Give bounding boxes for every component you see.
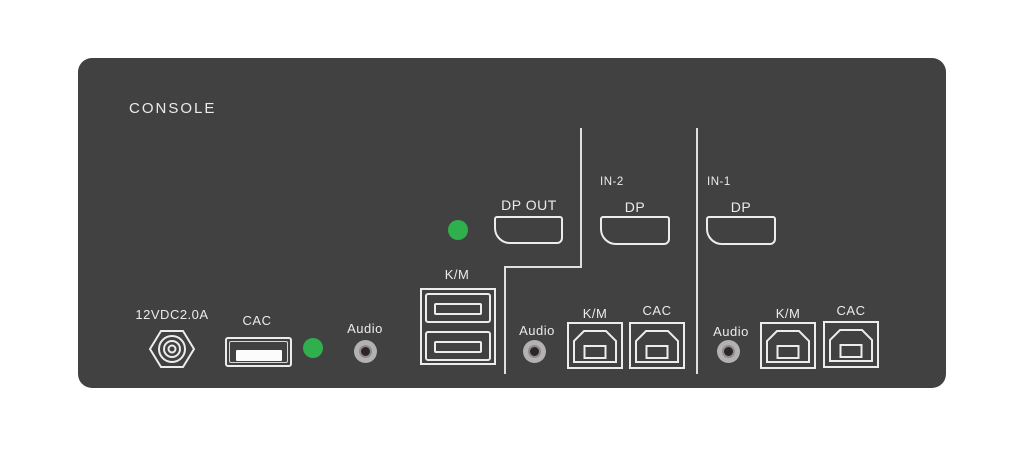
- console-audio-jack-icon: [354, 340, 377, 363]
- audio-jack-hole: [359, 345, 372, 358]
- dc-power-jack-icon: [148, 328, 196, 375]
- dp-out-led-icon: [448, 220, 468, 240]
- usb-a-tongue: [235, 350, 282, 361]
- in1-cac-label: CAC: [836, 303, 866, 318]
- in1-section-label: IN-1: [707, 176, 731, 188]
- in2-section-label: IN-2: [600, 176, 624, 188]
- divider-console-in2-jog: [504, 266, 582, 268]
- in1-displayport-connector-icon: [706, 216, 776, 245]
- audio-jack-hole: [528, 345, 541, 358]
- cac-led-icon: [303, 338, 323, 358]
- usb-a-tongue: [434, 341, 482, 353]
- console-audio-label: Audio: [347, 321, 383, 336]
- divider-in2-in1: [696, 128, 698, 374]
- km-usb-a-port-top: [425, 293, 491, 323]
- displayport-out-connector-icon: [494, 216, 563, 244]
- console-km-label: K/M: [444, 267, 470, 282]
- in2-displayport-connector-icon: [600, 216, 670, 245]
- in2-cac-usb-b-port-icon: [629, 322, 685, 374]
- in1-audio-jack-icon: [717, 340, 740, 363]
- in2-km-label: K/M: [582, 306, 608, 321]
- usb-a-inner-outline: [229, 341, 288, 363]
- in2-cac-label: CAC: [642, 303, 672, 318]
- in2-audio-label: Audio: [519, 323, 555, 338]
- km-usb-a-port-bottom: [425, 331, 491, 361]
- in1-audio-label: Audio: [713, 324, 749, 339]
- in1-cac-usb-b-port-icon: [823, 321, 879, 373]
- in1-km-label: K/M: [775, 306, 801, 321]
- console-cac-label: CAC: [242, 313, 272, 328]
- usb-a-tongue: [434, 303, 482, 315]
- power-label: 12VDC2.0A: [135, 307, 209, 322]
- divider-console-in2-lower: [504, 266, 506, 374]
- in1-km-usb-b-port-icon: [760, 322, 816, 374]
- in2-km-usb-b-port-icon: [567, 322, 623, 374]
- dp-out-label: DP OUT: [501, 197, 557, 213]
- console-km-dual-usb-a-icon: [420, 288, 496, 365]
- audio-jack-hole: [722, 345, 735, 358]
- divider-console-in2-upper: [580, 128, 582, 268]
- in2-dp-label: DP: [624, 199, 646, 215]
- in2-audio-jack-icon: [523, 340, 546, 363]
- console-section-title: CONSOLE: [129, 100, 217, 117]
- in1-dp-label: DP: [730, 199, 752, 215]
- console-cac-usb-a-port-icon: [225, 337, 292, 367]
